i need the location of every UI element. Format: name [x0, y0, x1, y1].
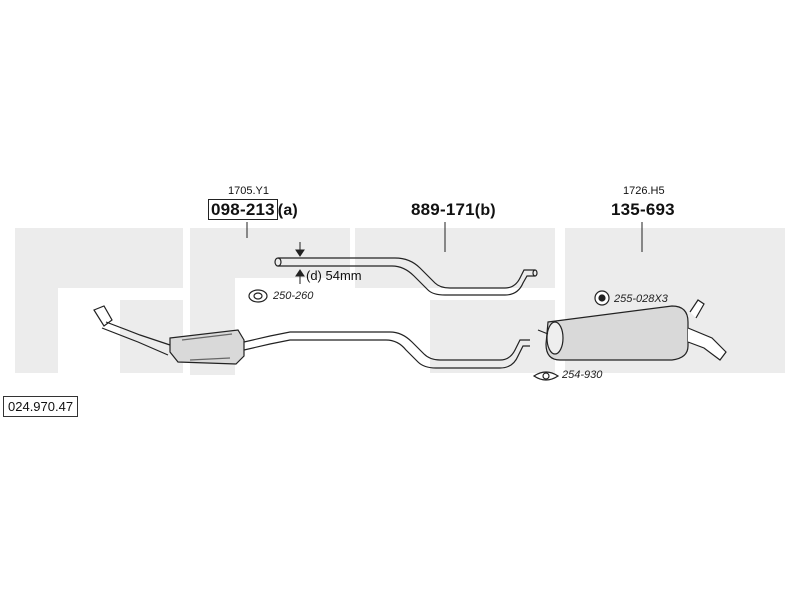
- clamp-icon: [248, 289, 268, 303]
- part-ref-a: 1705.Y1: [228, 185, 269, 197]
- part-suffix-b: (b): [474, 202, 496, 219]
- part-number-b-text[interactable]: 889-171: [411, 200, 475, 219]
- accessory-label-clamp[interactable]: 250-260: [273, 290, 314, 302]
- accessory-label-mount[interactable]: 255-028X3: [614, 293, 668, 305]
- part-number-b[interactable]: 889-171(b): [411, 200, 496, 220]
- diameter-annotation: (d) 54mm: [306, 268, 362, 283]
- gasket-icon: [532, 371, 560, 381]
- part-ref-c: 1726.H5: [623, 185, 665, 197]
- arrow-down-head: [295, 249, 305, 257]
- part-number-c-text[interactable]: 135-693: [611, 200, 675, 219]
- part-suffix-a: (a): [277, 202, 298, 219]
- catalog-number: 024.970.47: [3, 396, 79, 417]
- front-pipe-with-converter: [93, 305, 530, 369]
- part-number-a-box[interactable]: 098-213: [208, 199, 278, 220]
- part-number-c[interactable]: 135-693: [611, 200, 675, 220]
- rubber-mount-icon: [594, 290, 610, 306]
- arrow-up-head: [295, 269, 305, 277]
- rear-muffler: [537, 299, 727, 361]
- accessory-label-gasket[interactable]: 254-930: [562, 369, 603, 381]
- intermediate-pipe-upper: [274, 257, 538, 296]
- part-number-a[interactable]: 098-213(a): [208, 199, 298, 220]
